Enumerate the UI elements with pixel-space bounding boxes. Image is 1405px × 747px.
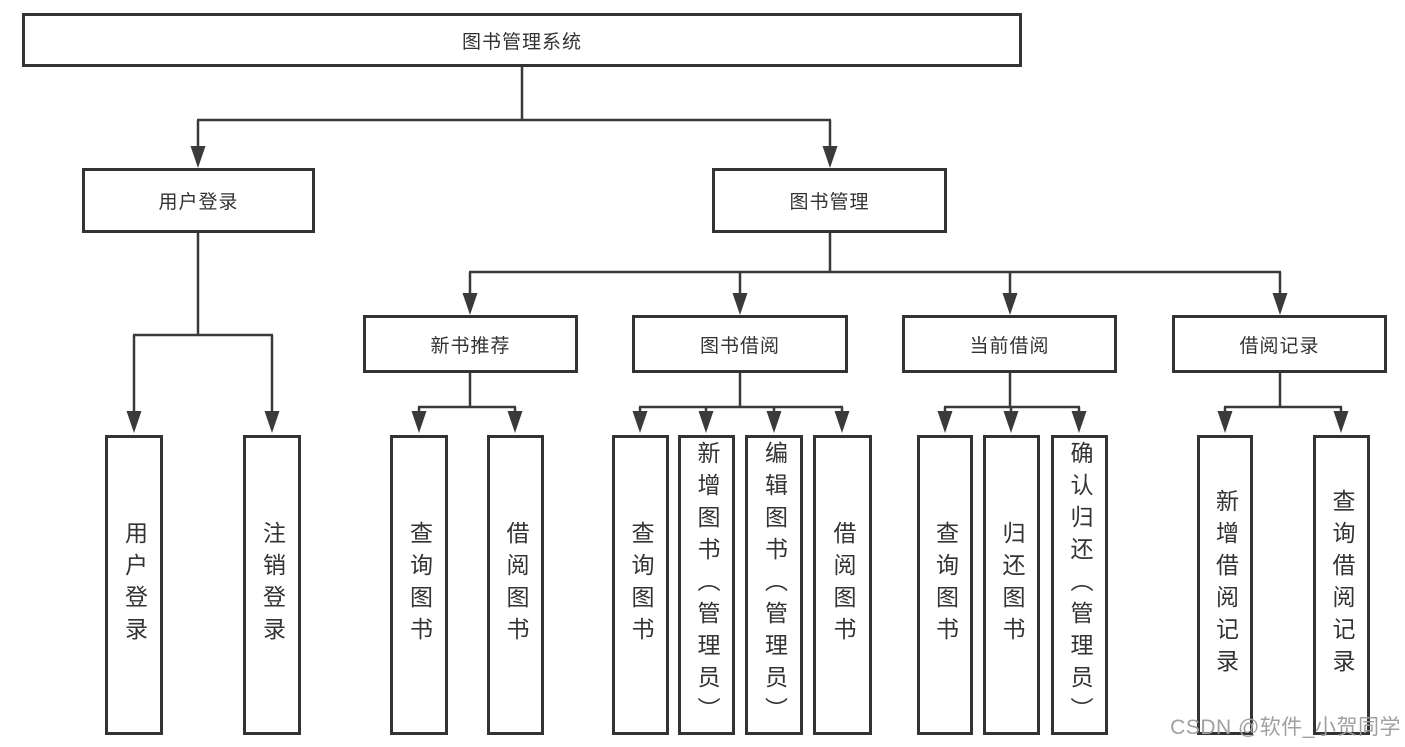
node-label: 新书推荐 (430, 335, 511, 357)
leaf-query-borrow-record: 查询借阅记录 (1313, 435, 1370, 735)
node-label: 编辑图书（管理员） (761, 441, 788, 729)
arrowhead (411, 411, 427, 433)
node-label: 借阅记录 (1239, 335, 1320, 357)
arrowhead (822, 146, 838, 168)
node-new-book-recommendation: 新书推荐 (363, 315, 578, 373)
node-label: 当前借阅 (969, 335, 1050, 357)
arrowhead (190, 146, 206, 168)
node-book-borrowing: 图书借阅 (632, 315, 848, 373)
node-label: 新增借阅记录 (1212, 489, 1239, 681)
node-label: 用户登录 (121, 521, 148, 649)
leaf-query-books-3: 查询图书 (917, 435, 973, 735)
branch-current-borrowing (937, 373, 1087, 433)
arrowhead (1333, 411, 1349, 433)
leaf-confirm-return-admin: 确认归还（管理员） (1051, 435, 1108, 735)
node-label: 图书管理 (789, 192, 870, 213)
arrowhead (126, 411, 142, 433)
arrowhead (732, 293, 748, 315)
arrowhead (698, 411, 714, 433)
arrowhead (1071, 411, 1087, 433)
arrowhead (1217, 411, 1233, 433)
node-label: 归还图书 (999, 521, 1025, 649)
node-label: 图书管理系统 (461, 31, 582, 53)
leaf-logout: 注销登录 (243, 435, 301, 735)
node-book-management: 图书管理 (712, 168, 947, 233)
arrowhead (1272, 293, 1288, 315)
leaf-query-books-2: 查询图书 (612, 435, 669, 735)
node-borrowing-records: 借阅记录 (1172, 315, 1387, 373)
node-label: 借阅图书 (830, 521, 856, 649)
node-label: 用户登录 (158, 192, 239, 213)
branch-book-borrowing (632, 373, 850, 433)
arrowhead (1003, 411, 1019, 433)
leaf-user-login: 用户登录 (105, 435, 163, 735)
node-label: 新增图书（管理员） (694, 441, 720, 729)
arrowhead (834, 411, 850, 433)
branch-new-book-recommendation (411, 373, 523, 433)
node-current-borrowing: 当前借阅 (902, 315, 1117, 373)
arrowhead (462, 293, 478, 315)
arrowhead (1002, 293, 1018, 315)
node-library-management-system: 图书管理系统 (22, 13, 1022, 67)
leaf-query-books-1: 查询图书 (390, 435, 448, 735)
leaf-borrow-books-2: 借阅图书 (813, 435, 872, 735)
node-label: 查询图书 (406, 521, 433, 649)
leaf-borrow-books-1: 借阅图书 (487, 435, 544, 735)
leaf-edit-books-admin: 编辑图书（管理员） (745, 435, 803, 735)
node-label: 图书借阅 (699, 335, 780, 357)
node-label: 查询借阅记录 (1329, 489, 1355, 681)
leaf-return-books: 归还图书 (983, 435, 1040, 735)
branch-borrowing-records (1217, 373, 1349, 433)
node-label: 确认归还（管理员） (1067, 441, 1093, 729)
branch-user-login (126, 233, 280, 433)
node-label: 查询图书 (932, 521, 959, 649)
arrowhead (264, 411, 280, 433)
arrowhead (507, 411, 523, 433)
node-label: 注销登录 (259, 521, 286, 649)
branch-book-management (462, 233, 1288, 315)
node-user-login: 用户登录 (82, 168, 315, 233)
node-label: 查询图书 (628, 521, 654, 649)
arrowhead (632, 411, 648, 433)
watermark: CSDN @软件_小贺同学 (1170, 716, 1401, 739)
node-label: 借阅图书 (503, 521, 529, 649)
arrowhead (766, 411, 782, 433)
leaf-add-books-admin: 新增图书（管理员） (678, 435, 735, 735)
branch-root (190, 67, 838, 168)
leaf-add-borrow-record: 新增借阅记录 (1197, 435, 1253, 735)
arrowhead (937, 411, 953, 433)
